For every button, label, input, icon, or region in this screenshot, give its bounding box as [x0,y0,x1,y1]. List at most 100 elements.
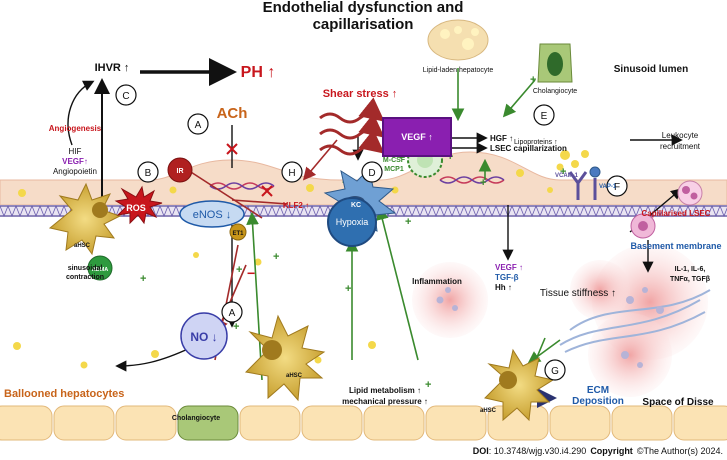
cholangiocyte-bottom-label: Cholangiocyte [172,415,220,422]
lsec-capillarization-label: LSEC capillarization [490,144,567,153]
copyright-owner: ©The Author(s) 2024. [637,446,723,456]
doi-value: : 10.3748/wjg.v30.i4.290 [489,446,587,456]
et1-circle [229,223,247,241]
svg-text:+: + [273,251,279,263]
dna-strand-left-2 [209,182,275,190]
svg-text:+: + [480,177,486,189]
svg-text:+: + [560,166,566,178]
ballooned-hepatocyte [239,405,301,441]
copyright-label: Copyright [590,446,633,456]
ach-label: ACh [217,105,248,122]
vcam-receptor [568,171,588,200]
ballooned-hepatocytes-label: Ballooned hepatocytes [4,388,124,400]
cytokines-label-1: IL-1, IL-6, [675,266,706,273]
inhibition-x-marks [226,143,273,197]
marker-e: E [541,111,548,122]
vegf-left-label: VEGF↑ [62,157,88,166]
no-circle [180,312,228,360]
space-of-disse-label: Space of Disse [642,397,714,408]
ros-burst [114,185,163,225]
marker-h: H [288,168,295,179]
adma-label: ADMA [92,267,109,273]
svg-text:+: + [233,321,239,333]
marker-a2: A [229,308,236,319]
disse-blob-3 [570,260,630,320]
enos-ellipse [179,200,245,228]
minus-sign: − [247,265,255,281]
leukocyte-label-2: recruitment [660,142,701,151]
cytokines-label-2: TNFα, TGFβ [670,276,711,283]
enos-label: eNOS ↓ [193,209,232,221]
green-arrows [246,68,561,381]
no-label: NO ↓ [190,330,217,344]
ahsc-center-label: aHSC [286,373,303,379]
lipid-laden-hepatocyte-cell [427,19,489,61]
cholangiocyte-top-label: Cholangiocyte [533,88,577,95]
ahsc-cell-left [48,182,122,256]
cholangiocyte-top-cell [537,43,573,83]
cholangiocyte-bottom-cell [177,405,239,441]
disse-blob-2 [588,313,672,397]
endothelial-layer [0,151,727,206]
collagen-fibers [559,289,711,353]
mcp1-label: MCP1 [384,166,404,173]
ballooned-hepatocyte [549,405,611,441]
ballooned-hepatocyte [53,405,115,441]
hypoxia-label: Hypoxia [336,217,369,227]
hif-label: HIF [69,147,82,156]
tissue-stiffness-label: Tissue stiffness ↑ [540,288,616,299]
ros-label: ROS [126,203,146,213]
hepatocyte-row [0,405,727,441]
ahsc-cell-center [244,314,326,402]
ballooned-hepatocyte [611,405,673,441]
marker-f: F [614,182,620,193]
basement-membrane-label: Basement membrane [630,241,721,251]
hgf-label: HGF ↑ [490,134,513,143]
sinusoid-lumen-label: Sinusoid lumen [614,64,688,75]
leukocyte-label-1: Leukocyte [662,131,699,140]
ballooned-hepatocyte [487,405,549,441]
mechanical-pressure-label: mechanical pressure ↑ [342,397,428,406]
mcsf-label: M-CSF [383,157,406,164]
svg-text:+: + [345,283,351,295]
kc-label: KC [351,202,361,209]
ahsc-cell-right [484,348,555,422]
et1-label: ET1 [232,231,244,237]
ballooned-hepatocyte [673,405,727,441]
capillarised-lsec-label: Capillarised LSEC [642,209,711,218]
klf2-label: KLF2 ↑ [283,201,309,210]
svg-text:+: + [140,273,146,285]
ballooned-hepatocyte [0,405,53,441]
marker-a1: A [195,120,202,131]
ecm-label-1: ECM [587,385,609,396]
ph-label: PH ↑ [241,64,276,81]
leukocyte-cell [677,180,703,206]
ihvr-label: IHVR ↑ [95,62,130,74]
lipid-metabolism-label: Lipid metabolism ↑ [349,386,421,395]
ballooned-hepatocyte [363,405,425,441]
ir-circle [167,157,193,183]
ahsc-left-label: aHSC [74,243,91,249]
vap-receptor [589,166,601,200]
ecm-label-2: Deposition [572,396,624,407]
ballooned-hepatocyte [115,405,177,441]
angiogenesis-label: Angiogenesis [49,124,102,133]
title-line2: capillarisation [313,16,414,33]
hypoxia-circle [327,197,377,247]
marker-g: G [551,366,559,377]
cytokine-dots [436,287,664,368]
vap-label: VAP-1 [599,184,617,190]
tgf-label: TGF-β [495,273,519,282]
svg-text:+: + [405,216,411,228]
sinusoidal-label-1: sinusoidal [68,265,103,272]
ballooned-hepatocyte [301,405,363,441]
doi-label: DOI [473,446,489,456]
marker-c: C [122,91,129,102]
sinusoidal-label-2: contraction [66,274,104,281]
dna-strand-right-2 [439,176,505,184]
vegf-bottom-label: VEGF ↑ [495,263,523,272]
inflammation-blob [412,262,488,338]
